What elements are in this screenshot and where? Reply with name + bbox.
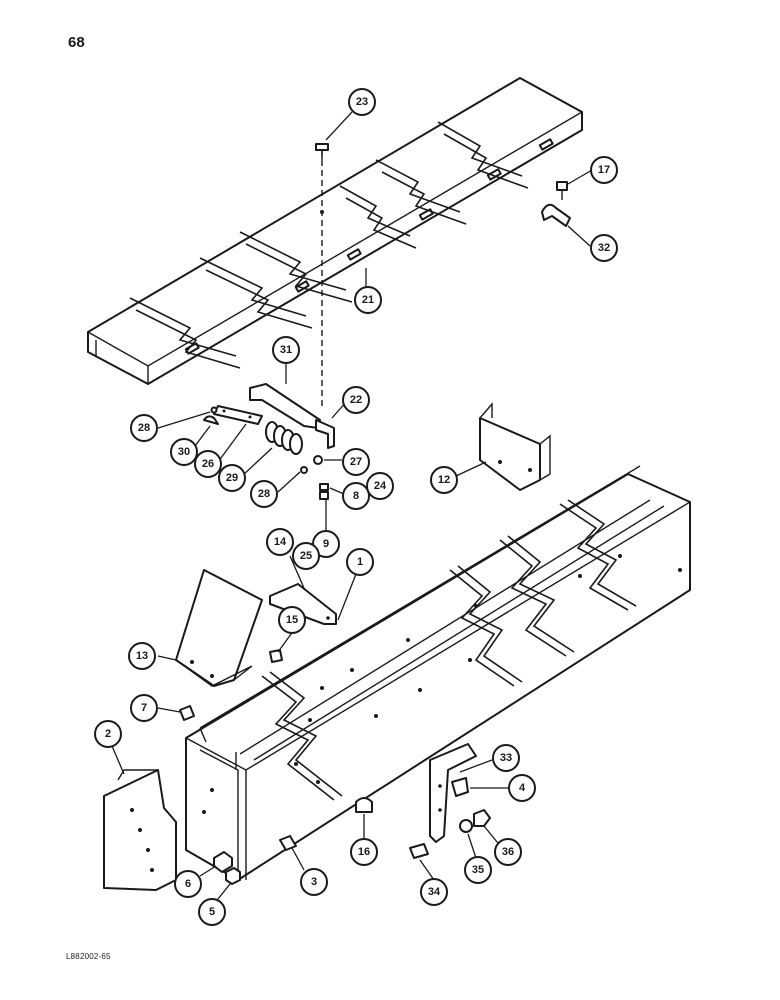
svg-text:14: 14	[274, 536, 287, 548]
callout-22: 22	[342, 386, 370, 414]
bolt-15	[269, 649, 283, 663]
callout-6: 6	[174, 870, 202, 898]
bracket-13	[175, 569, 263, 687]
callout-29: 29	[218, 464, 246, 492]
callout-23: 23	[348, 88, 376, 116]
washer-35	[459, 819, 473, 833]
callout-27: 27	[342, 448, 370, 476]
nut-6	[213, 851, 233, 873]
bolt-3	[279, 835, 297, 851]
svg-text:25: 25	[300, 550, 312, 562]
svg-text:36: 36	[502, 846, 514, 858]
svg-text:13: 13	[136, 650, 148, 662]
callout-24: 24	[366, 472, 394, 500]
svg-text:1: 1	[357, 556, 363, 568]
callout-26: 26	[194, 450, 222, 478]
upper-tray-21	[87, 77, 583, 385]
svg-text:35: 35	[472, 864, 484, 876]
callout-7: 7	[130, 694, 158, 722]
bolt-17	[556, 181, 568, 200]
bolt-23	[315, 143, 329, 160]
callout-15: 15	[278, 606, 306, 634]
spring-29	[265, 421, 303, 455]
washer-27	[313, 455, 323, 465]
clip-32	[541, 203, 571, 227]
svg-text:22: 22	[350, 394, 362, 406]
svg-text:8: 8	[353, 490, 359, 502]
callout-2: 2	[94, 720, 122, 748]
callout-31: 31	[272, 336, 300, 364]
callout-16: 16	[350, 838, 378, 866]
pin-28-upper	[210, 406, 218, 414]
callout-1: 1	[346, 548, 374, 576]
callout-35: 35	[464, 856, 492, 884]
bolt-7	[179, 705, 195, 721]
plate-2	[103, 769, 177, 891]
nut-36	[473, 809, 491, 827]
svg-text:4: 4	[519, 782, 526, 794]
callout-14: 14	[266, 528, 294, 556]
svg-text:27: 27	[350, 456, 362, 468]
svg-text:24: 24	[374, 480, 387, 492]
svg-text:7: 7	[141, 702, 147, 714]
svg-text:32: 32	[598, 242, 610, 254]
svg-text:23: 23	[356, 96, 368, 108]
callout-21: 21	[354, 286, 382, 314]
svg-text:31: 31	[280, 344, 292, 356]
nut-5	[225, 867, 241, 885]
callout-5: 5	[198, 898, 226, 926]
svg-text:17: 17	[598, 164, 610, 176]
callout-12: 12	[430, 466, 458, 494]
bolt-16	[355, 797, 373, 813]
bracket-33	[429, 743, 477, 843]
nut-8-9	[319, 483, 329, 500]
bracket-22	[315, 419, 335, 449]
svg-text:6: 6	[185, 878, 191, 890]
callout-3: 3	[300, 868, 328, 896]
callout-13: 13	[128, 642, 156, 670]
svg-text:30: 30	[178, 446, 190, 458]
bracket-12	[479, 402, 551, 491]
callout-32: 32	[590, 234, 618, 262]
page-number: 68	[68, 34, 85, 51]
svg-text:28: 28	[258, 488, 270, 500]
svg-text:15: 15	[286, 614, 298, 626]
svg-text:2: 2	[105, 728, 111, 740]
bracket-31	[249, 383, 321, 429]
svg-text:9: 9	[323, 538, 329, 550]
svg-text:21: 21	[362, 294, 374, 306]
bolt-34	[409, 843, 429, 859]
callout-4: 4	[508, 774, 536, 802]
main-channel-1	[185, 465, 691, 881]
callout-8: 8	[342, 482, 370, 510]
callout-17: 17	[590, 156, 618, 184]
svg-text:34: 34	[428, 886, 441, 898]
svg-text:28: 28	[138, 422, 150, 434]
callout-28-lower: 28	[250, 480, 278, 508]
callout-34: 34	[420, 878, 448, 906]
svg-text:33: 33	[500, 752, 512, 764]
svg-text:29: 29	[226, 472, 238, 484]
strap-26	[213, 405, 263, 425]
svg-text:12: 12	[438, 474, 450, 486]
svg-text:16: 16	[358, 846, 370, 858]
callout-33: 33	[492, 744, 520, 772]
bracket-14	[269, 583, 337, 625]
clip-30	[203, 415, 219, 425]
pin-28-lower	[300, 466, 308, 474]
callout-36: 36	[494, 838, 522, 866]
svg-text:3: 3	[311, 876, 317, 888]
svg-text:5: 5	[209, 906, 215, 918]
svg-text:26: 26	[202, 458, 214, 470]
callout-25: 25	[292, 542, 320, 570]
callout-30: 30	[170, 438, 198, 466]
figure-code: L882002-65	[66, 952, 111, 961]
bolt-4	[451, 777, 469, 797]
callout-28-upper: 28	[130, 414, 158, 442]
